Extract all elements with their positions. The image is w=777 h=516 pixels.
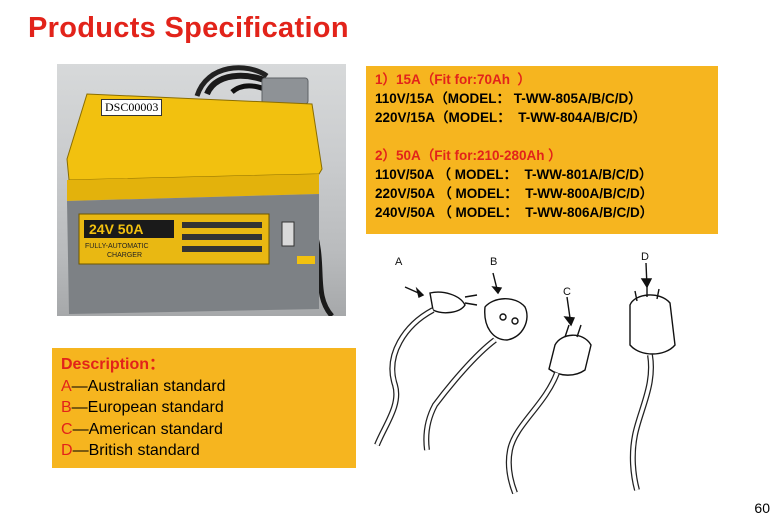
plug-b-drawing	[423, 272, 528, 451]
charger-photo: 24V 50A FULLY-AUTOMATIC CHARGER DSC00003	[57, 64, 346, 316]
page-number: 60	[754, 500, 770, 516]
plug-c-drawing	[505, 296, 592, 495]
page-title: Products Specification	[28, 12, 349, 44]
description-letter: A	[61, 377, 72, 395]
photo-label: DSC00003	[101, 99, 163, 116]
spec-group2-header: 2）50A（Fit for:210-280Ah ）	[375, 148, 562, 163]
spec-line: 240V/50A （ MODEL： T-WW-806A/B/C/D）	[375, 205, 654, 220]
description-item: C—American standard	[61, 419, 356, 441]
spec-line: 110V/50A （ MODEL： T-WW-801A/B/C/D）	[375, 167, 653, 182]
description-letter: B	[61, 399, 72, 416]
charger-caption-1: FULLY-AUTOMATIC	[85, 243, 149, 250]
spec-line: 110V/15A（MODEL： T-WW-805A/B/C/D）	[375, 91, 642, 106]
description-text: —Australian standard	[71, 377, 226, 395]
plug-a-drawing	[374, 286, 478, 447]
plug-types-drawing: A B C D	[374, 251, 676, 495]
plug-label-b: B	[490, 256, 497, 268]
description-item: A—Australian standard	[61, 376, 356, 398]
description-letter: C	[61, 420, 73, 438]
specification-box: 1）15A（Fit for:70Ah ） 110V/15A（MODEL： T-W…	[366, 66, 718, 234]
spec-group1-header: 1）15A（Fit for:70Ah ）	[375, 72, 532, 87]
charger-rating-text: 24V 50A	[89, 221, 143, 237]
spec-line: 220V/15A（MODEL： T-WW-804A/B/C/D）	[375, 110, 647, 125]
plug-label-a: A	[395, 256, 403, 268]
description-text: —European standard	[71, 399, 224, 416]
description-text: —British standard	[72, 442, 200, 459]
plug-label-d: D	[641, 251, 649, 263]
description-title: Description：	[61, 356, 166, 373]
plug-label-c: C	[563, 286, 571, 298]
description-item: B—European standard	[61, 397, 356, 419]
charger-caption-2: CHARGER	[107, 252, 142, 259]
plug-d-drawing	[629, 262, 676, 491]
description-box: Description： A—Australian standard B—Eur…	[52, 348, 356, 468]
description-item: D—British standard	[61, 440, 356, 462]
description-text: —American standard	[72, 420, 223, 438]
spec-line: 220V/50A （ MODEL： T-WW-800A/B/C/D）	[375, 186, 654, 201]
description-letter: D	[61, 442, 73, 459]
